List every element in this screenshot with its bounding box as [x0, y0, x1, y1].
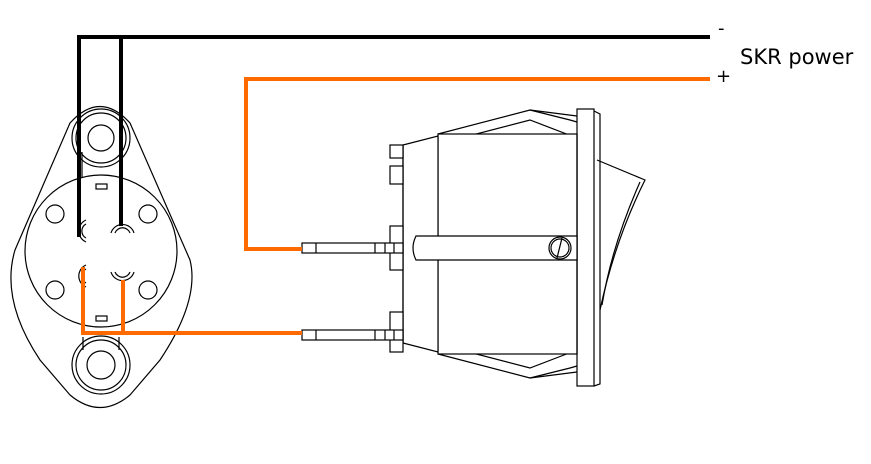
skr-power-label: SKR power	[740, 45, 854, 69]
rocker-switch	[301, 108, 646, 387]
switched-wire	[81, 267, 302, 335]
positive-terminal-label: +	[716, 66, 732, 87]
connector-socket	[10, 106, 193, 408]
negative-wire	[77, 35, 710, 237]
negative-terminal-label: -	[718, 18, 725, 39]
positive-wire	[244, 77, 710, 251]
